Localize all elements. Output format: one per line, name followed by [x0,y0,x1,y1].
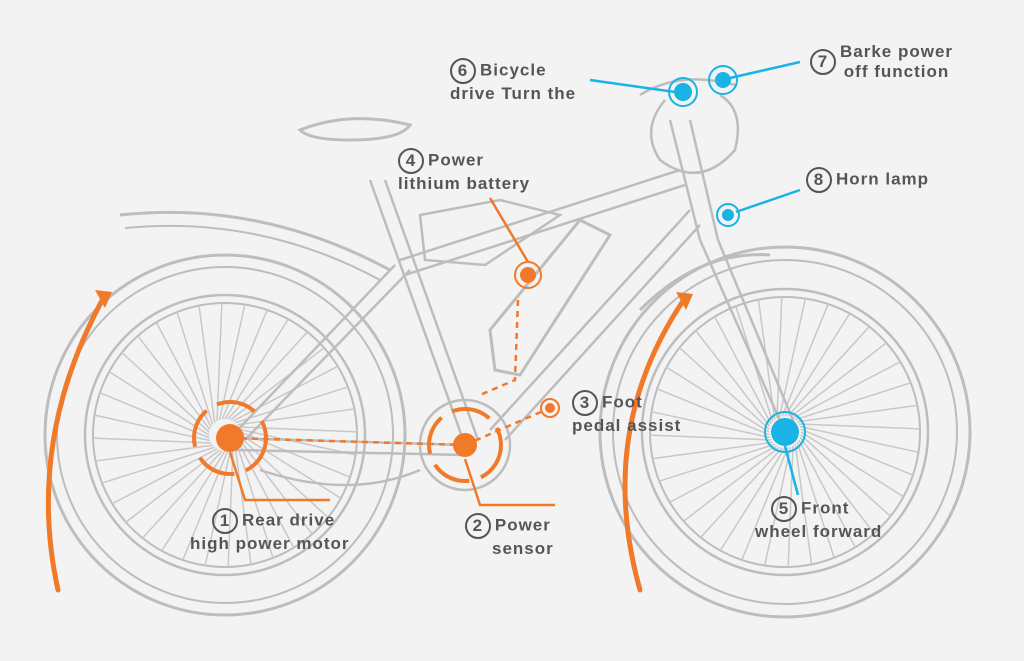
number-badge: 6 [450,58,476,84]
spoke [651,410,771,439]
spoke [776,297,783,419]
spoke [234,447,252,565]
spoke [227,448,234,567]
spoke [121,352,210,433]
number-badge: 8 [806,167,832,193]
spoke [236,445,274,559]
callout-text: Power [494,515,551,535]
callout-text: Barke power [840,42,954,61]
spoke [237,408,355,426]
spoke [94,414,211,442]
number-badge: 5 [771,496,797,522]
spoke [108,371,210,436]
spoke [204,449,232,566]
spoke [666,366,770,433]
callout-text: Bicycle [480,60,547,80]
callout-text: Front [801,498,850,518]
spoke [239,440,313,535]
front-hub-marker [764,411,806,453]
spoke [650,434,772,441]
spoke [799,437,875,534]
number-badge: 1 [212,508,238,534]
rear-wheel [43,253,407,617]
spoke [799,425,919,454]
spoke [800,431,904,498]
spoke [652,441,773,460]
spoke [795,382,911,421]
spoke [198,305,216,423]
spoke [798,439,856,548]
number-badge: 3 [572,390,598,416]
number-badge: 2 [464,513,491,539]
spoke [787,326,870,417]
spoke [161,450,226,552]
spoke [792,361,901,419]
spoke [800,428,914,476]
callout-text: pedal assist [572,416,682,435]
spoke [781,303,829,417]
callout-text: sensor [492,539,554,558]
spoke [669,445,778,503]
spoke [741,447,789,561]
callout-text: drive Turn the [450,84,577,103]
spoke [800,434,891,517]
spoke [796,442,835,558]
saddle [297,117,413,142]
horn-lamp-marker [716,203,740,227]
spoke [797,404,918,423]
spoke [784,313,851,417]
spoke [240,434,342,499]
spoke [683,446,780,522]
spoke [232,365,339,422]
spoke [719,447,786,551]
spoke [798,423,920,430]
rear-rotation-arrow [45,292,108,593]
spoke [238,442,295,549]
spoke [700,447,783,538]
callout-text: wheel forward [755,522,883,541]
spoke [176,311,214,425]
brake-control-marker [708,65,738,95]
frame [229,78,797,492]
number-badge: 7 [810,49,836,75]
front-rotation-arrow [622,295,688,593]
number-badge: 4 [398,148,424,174]
spoke [679,347,770,430]
spoke [235,386,349,424]
spoke [656,388,770,436]
spoke [99,392,210,439]
spoke [95,444,213,462]
callout-text: lithium battery [398,174,531,193]
spoke [216,303,223,422]
front-fender [638,253,771,312]
callout-text: Power [428,150,485,170]
rear-fender [119,210,391,272]
spoke [155,321,212,428]
spoke [695,330,771,427]
spoke [101,446,215,484]
spoke [714,316,772,425]
spoke [93,437,212,444]
spoke [239,428,356,456]
spoke [111,448,218,505]
spoke [794,444,813,565]
callout-text: Foot [602,392,643,412]
spoke [137,335,211,430]
spoke [790,342,887,418]
callout-text: off function [843,62,950,81]
spoke [659,443,775,482]
callout-text: high power motor [190,534,350,553]
spoke [182,450,229,561]
callout-text: Rear drive [242,510,336,530]
callout-text: Horn lamp [836,169,930,189]
